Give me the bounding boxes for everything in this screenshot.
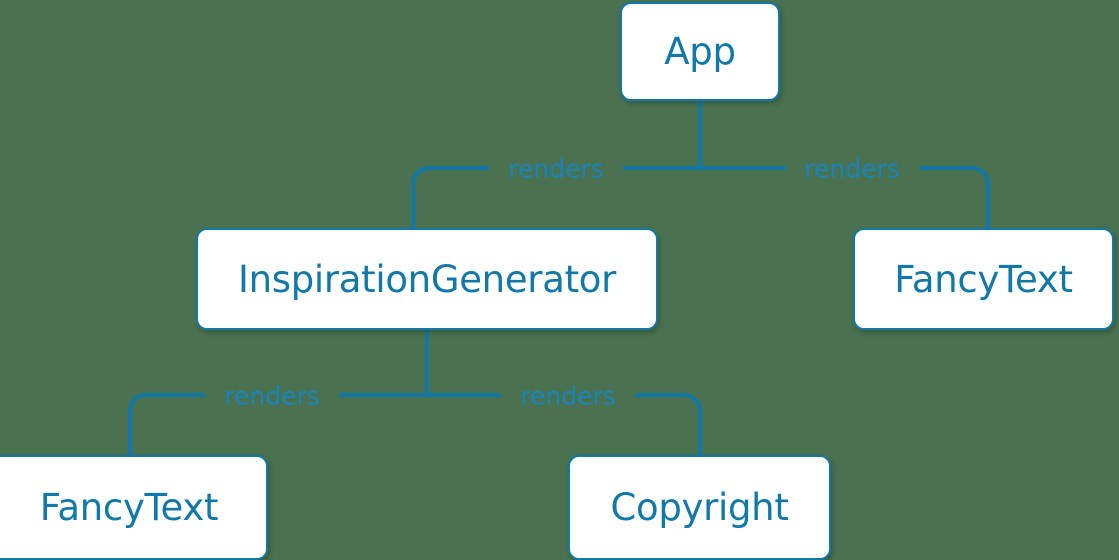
edge-label-inspiration-generator-to-fancy-text: renders: [224, 381, 320, 411]
node-fancy-text-left[interactable]: FancyText: [0, 455, 268, 560]
node-inspiration-generator[interactable]: InspirationGenerator: [196, 228, 658, 330]
node-copyright-label: Copyright: [610, 486, 789, 529]
edge-label-app-to-inspiration-generator: renders: [508, 154, 604, 184]
node-inspiration-generator-label: InspirationGenerator: [237, 257, 617, 301]
edge-app-to-fancy-right: [700, 166, 990, 228]
node-app-label: App: [664, 30, 736, 73]
node-fancy-text-right-label: FancyText: [894, 257, 1073, 301]
edge-label-app-to-fancy-text: renders: [804, 154, 900, 184]
node-copyright[interactable]: Copyright: [568, 455, 831, 560]
node-app[interactable]: App: [620, 2, 780, 101]
edge-label-plate-2: [786, 153, 920, 185]
node-fancy-text-right[interactable]: FancyText: [853, 228, 1114, 330]
edge-inspgen-to-copyright: [427, 393, 702, 455]
edge-label-plate-4: [501, 380, 635, 412]
edge-app-to-inspgen: [411, 166, 700, 228]
node-fancy-text-left-label: FancyText: [39, 486, 219, 529]
edge-label-inspiration-generator-to-copyright: renders: [520, 381, 616, 411]
edge-label-plate-3: [205, 380, 339, 412]
edge-label-plate-1: [489, 153, 623, 185]
edge-inspgen-to-fancy-left: [128, 393, 427, 455]
